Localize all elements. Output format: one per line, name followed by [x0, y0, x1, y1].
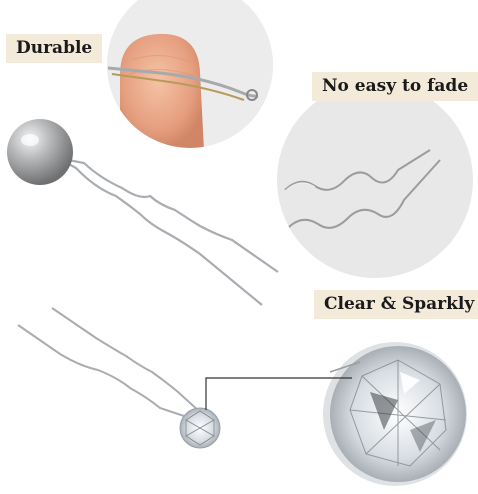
sparkly-label: Clear & Sparkly	[314, 290, 478, 319]
pearl-hair-pin	[7, 119, 279, 306]
fingertip	[120, 33, 204, 148]
fade-closeup-circle	[277, 82, 473, 278]
durable-closeup-circle	[107, 0, 273, 148]
crystal-hair-pin	[17, 307, 352, 449]
durable-label: Durable	[6, 34, 103, 63]
sparkle-closeup-circle	[323, 342, 467, 486]
fade-label: No easy to fade	[312, 72, 478, 101]
callout-line	[205, 377, 352, 410]
pressed-pin	[107, 66, 259, 98]
pearl-bead	[7, 119, 73, 185]
